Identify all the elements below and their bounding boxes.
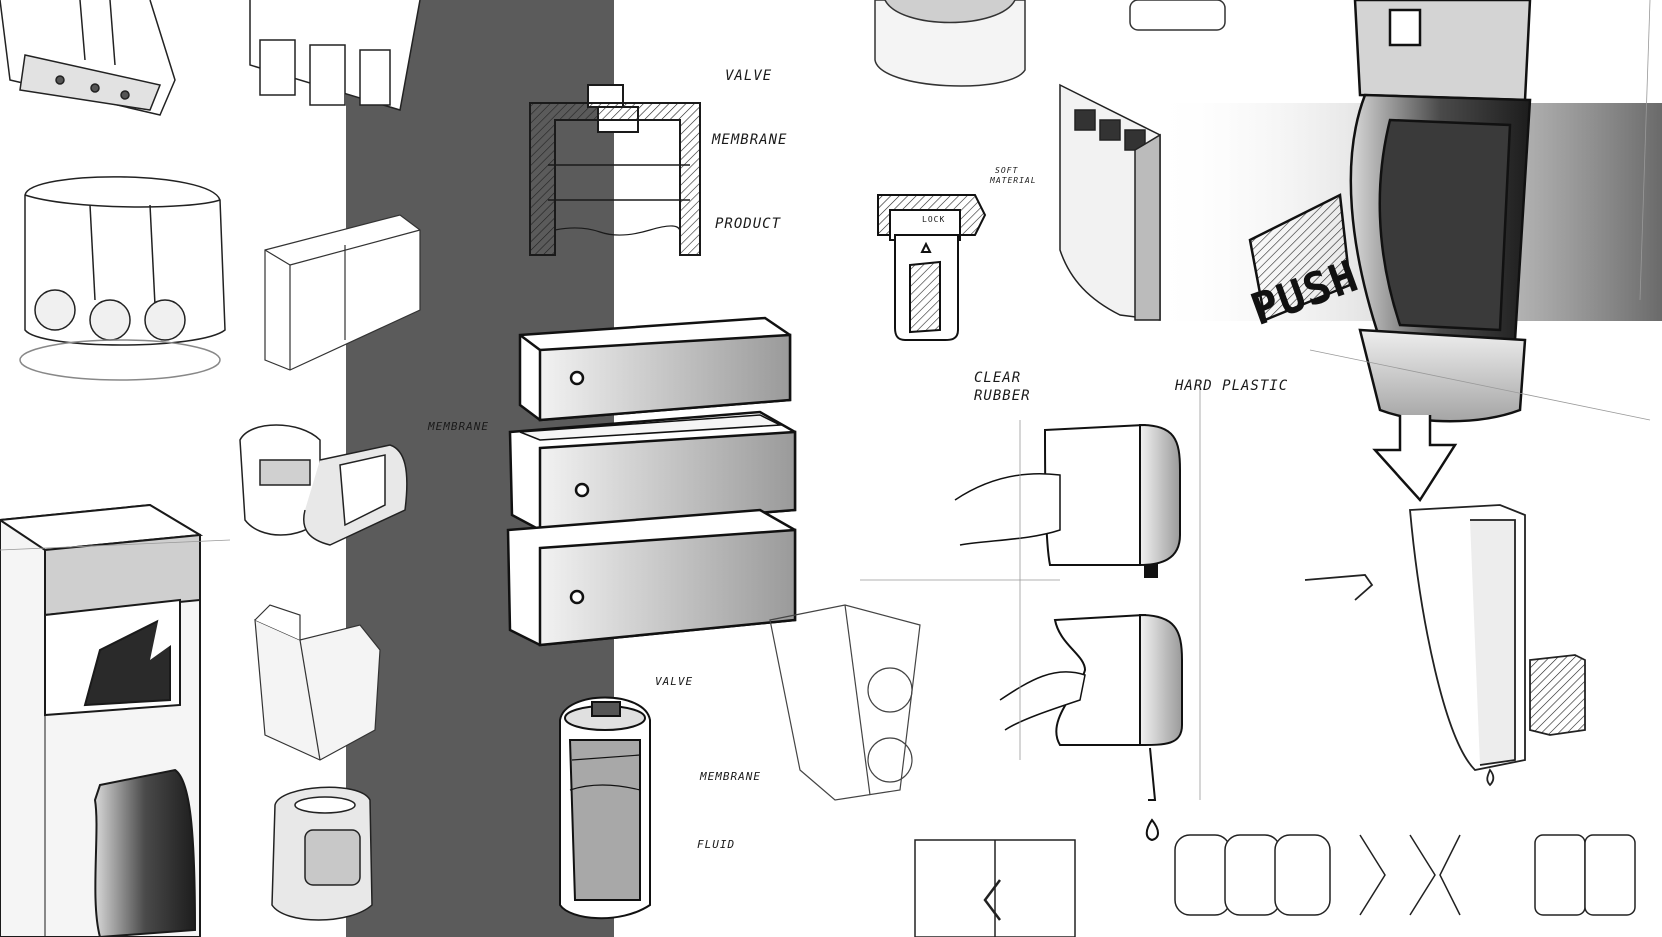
sketch-soap-holder xyxy=(271,786,373,921)
label-membrane-bottle: MEMBRANE xyxy=(700,770,761,783)
sketch-block-with-tabs xyxy=(264,214,421,371)
label-valve-top: VALVE xyxy=(725,68,773,84)
label-membrane-mid: MEMBRANE xyxy=(428,420,489,433)
sketch-triple-dispenser-top xyxy=(249,0,421,111)
label-lock: LOCK xyxy=(922,215,946,224)
sketch-large-dispenser xyxy=(0,503,204,937)
sketch-folded-holder xyxy=(254,604,381,761)
sketch-bottom-row xyxy=(914,834,1636,937)
sketch-side-profile-dispenser xyxy=(1304,504,1586,787)
sketch-top-canister xyxy=(874,0,1226,87)
sketch-stacked-boxes xyxy=(506,316,797,647)
label-product: PRODUCT xyxy=(715,216,782,232)
sketch-bottle-cutaway xyxy=(559,696,651,920)
label-soft-material-2: MATERIAL xyxy=(990,176,1037,185)
label-soft-material-1: SOFT xyxy=(995,166,1019,175)
sketch-rubber-dispenser-1 xyxy=(954,423,1181,578)
sketch-clip-holder xyxy=(239,424,408,546)
label-clear-rubber-1: CLEAR xyxy=(974,370,1022,386)
sketch-tapered-holder xyxy=(769,604,921,801)
label-hard-plastic: HARD PLASTIC xyxy=(1175,378,1289,394)
sketch-lock-dispenser xyxy=(877,194,987,341)
sketch-push-dispenser xyxy=(1248,0,1532,503)
sketch-tri-segment xyxy=(1059,83,1161,321)
construction-lines xyxy=(0,0,1651,800)
sketch-top-left-box xyxy=(0,0,176,116)
sketch-valve-cross-section xyxy=(529,84,701,256)
label-valve-bottle: VALVE xyxy=(655,675,694,688)
label-fluid: FLUID xyxy=(697,838,736,851)
label-clear-rubber-2: RUBBER xyxy=(974,388,1031,404)
label-membrane-top: MEMBRANE xyxy=(712,132,788,148)
sketch-rubber-dispenser-2 xyxy=(999,613,1183,842)
sketch-three-canister-dispenser xyxy=(19,176,226,381)
